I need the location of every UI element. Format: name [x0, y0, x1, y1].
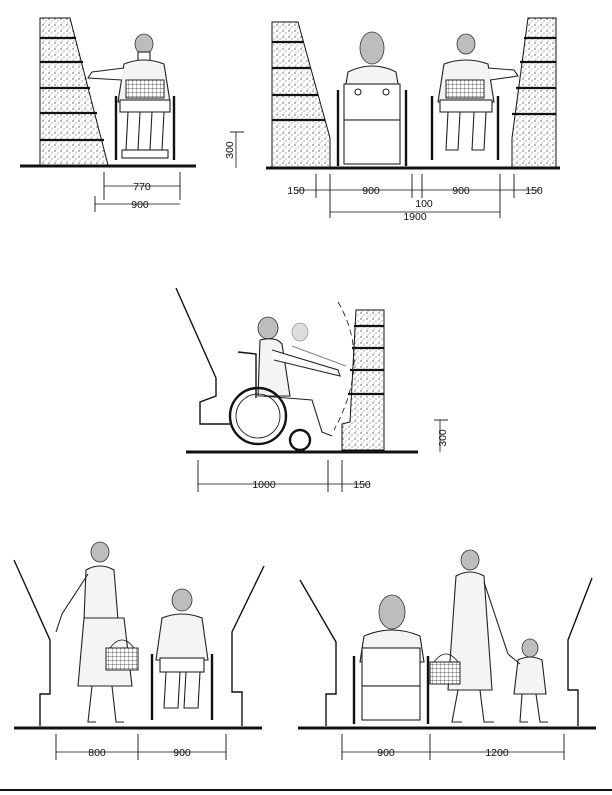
counter-profile-right	[567, 577, 593, 726]
dimension-chain-widths: 800 900	[55, 734, 227, 760]
standing-shopper-with-basket	[55, 541, 139, 723]
dimension-line-900: 900	[94, 196, 180, 212]
child-figure	[507, 638, 548, 723]
dimension-label-middle: 100	[415, 198, 433, 210]
panel-single-wheelchair-shelf: 770 900	[20, 17, 196, 212]
dimension-label-chair-1: 900	[362, 185, 380, 197]
wheelchair-user-side-view	[228, 316, 347, 452]
dimension-chain-widths: 150 900 900 150 100 1900	[287, 174, 543, 223]
dimension-label-chair: 900	[377, 747, 395, 759]
dimension-line-770: 770	[103, 172, 181, 200]
shelf-unit-right	[511, 17, 557, 169]
dimension-label-right-gap: 150	[525, 185, 543, 197]
panel-side-view-reach: 300 1000 150	[175, 287, 449, 492]
shelf-unit-left	[39, 17, 109, 166]
dimension-label-900: 900	[131, 199, 149, 211]
reach-arc	[333, 301, 355, 431]
dimension-label-toe: 150	[353, 479, 371, 491]
wheelchair-user-facing-front	[430, 33, 519, 160]
wheelchair-user-from-behind	[336, 31, 408, 166]
dimension-label-total: 1900	[403, 211, 427, 223]
panel-walker-and-wheelchair: 800 900	[13, 541, 265, 760]
standing-adult-with-basket	[429, 549, 509, 723]
shelf-unit-side	[341, 309, 385, 451]
dimension-chain-widths: 900 1200	[341, 734, 565, 760]
shelf-unit-left	[271, 21, 331, 169]
dimension-label-walkers: 1200	[485, 747, 509, 759]
counter-profile-left	[299, 579, 337, 726]
wheelchair-user-facing-front	[150, 588, 214, 720]
wheelchair-user-from-behind	[352, 594, 430, 724]
dimension-label-step: 300	[437, 429, 449, 447]
dimension-chain-depth: 1000 150	[197, 460, 371, 492]
dimension-label-walker: 800	[88, 747, 106, 759]
wheelchair-user-facing-front	[87, 33, 176, 160]
counter-profile-left	[175, 287, 232, 425]
dimension-label-chair-2: 900	[452, 185, 470, 197]
dimension-step-height: 300	[224, 131, 244, 168]
counter-profile-right	[231, 565, 265, 726]
dimension-label-depth: 1000	[252, 479, 276, 491]
dimension-step-height: 300	[434, 419, 449, 452]
panel-double-wheelchair-aisle: 300 150 900 900 150 100 1900	[224, 17, 560, 223]
dimension-label-770: 770	[133, 181, 151, 193]
panel-wheelchair-adult-child: 900 1200	[298, 549, 596, 760]
dimension-label-chair: 900	[173, 747, 191, 759]
dimension-label-left-gap: 150	[287, 185, 305, 197]
counter-profile-left	[13, 559, 51, 726]
dimension-label-step: 300	[224, 141, 236, 159]
